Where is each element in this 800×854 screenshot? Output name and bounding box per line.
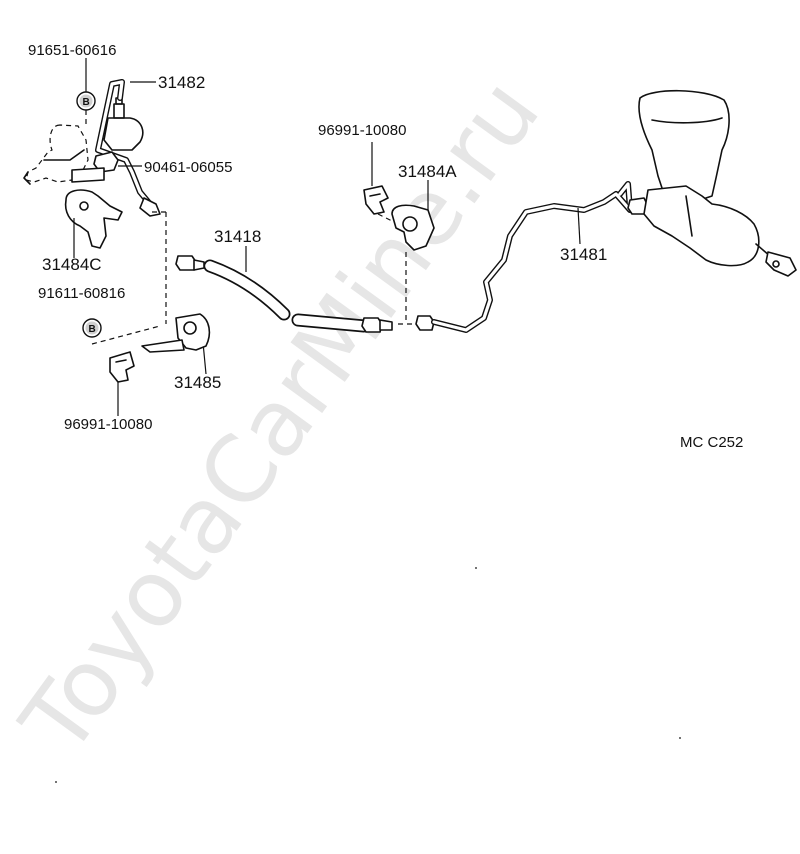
bolt-badge-bottom: B	[82, 318, 102, 338]
diagram-code: MC C252	[680, 434, 743, 451]
bracket-31485	[141, 313, 211, 353]
label-31482: 31482	[158, 73, 205, 92]
label-91651-60616: 91651-60616	[28, 42, 116, 59]
clamp-90461	[71, 151, 119, 183]
hose-31418	[175, 255, 393, 333]
label-31485: 31485	[174, 373, 221, 392]
bracket-31484a	[391, 204, 435, 251]
clip-96991-left	[109, 351, 135, 383]
label-31484a: 31484A	[398, 162, 457, 181]
bolt-badge-top-text: B	[83, 97, 90, 108]
master-cylinder	[638, 89, 797, 277]
release-cylinder	[23, 97, 144, 185]
bolt-badge-top: B	[76, 91, 96, 111]
clip-96991-top	[363, 185, 389, 215]
label-31481: 31481	[560, 245, 607, 264]
label-31484c: 31484C	[42, 255, 102, 274]
label-96991-10080-top: 96991-10080	[318, 122, 406, 139]
label-96991-10080-left: 96991-10080	[64, 416, 152, 433]
label-91611-60816: 91611-60816	[38, 285, 125, 302]
bracket-31484c	[64, 189, 123, 249]
pipe-31481	[415, 181, 649, 333]
bolt-badge-bottom-text: B	[89, 324, 96, 335]
label-31418: 31418	[214, 227, 261, 246]
label-90461-06055: 90461-06055	[144, 159, 232, 176]
